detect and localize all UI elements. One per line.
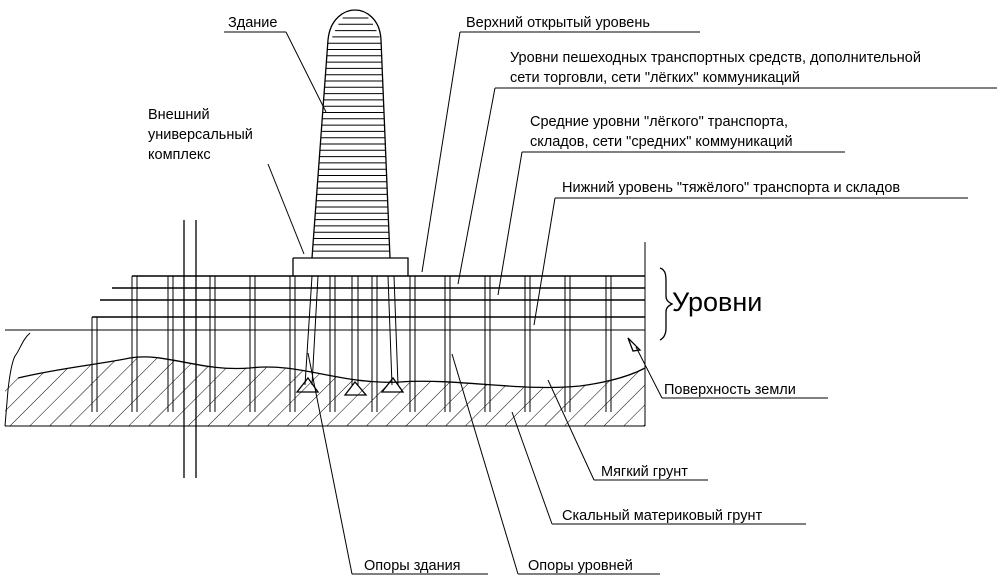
ground-surface-arrow <box>627 337 663 399</box>
label-soft-soil: Мягкий грунт <box>601 464 688 480</box>
label-top-level: Верхний открытый уровень <box>466 15 650 31</box>
label-external-line1: Внешний <box>148 107 210 123</box>
building-tower <box>292 9 409 396</box>
label-ground-surface: Поверхность земли <box>664 382 796 398</box>
label-level-supports: Опоры уровней <box>528 558 633 574</box>
level-support-columns <box>91 276 612 412</box>
label-building-supports: Опоры здания <box>364 558 461 574</box>
label-middle-line2: складов, сети "средних" коммуникаций <box>530 134 793 150</box>
label-pedestrian-line1: Уровни пешеходных транспортных средств, … <box>510 50 921 66</box>
label-external-line3: комплекс <box>148 147 211 163</box>
levels-bracket <box>659 267 674 341</box>
soil-section <box>4 242 646 427</box>
label-middle-line1: Средние уровни "лёгкого" транспорта, <box>530 114 788 130</box>
level-lines <box>92 275 645 318</box>
label-pedestrian-line2: сети торговли, сети "лёгких" коммуникаци… <box>510 70 800 86</box>
tower-floor-rings <box>312 17 390 252</box>
label-levels: Уровни <box>672 287 762 317</box>
label-lower-level: Нижний уровень "тяжёлого" транспорта и с… <box>562 180 900 196</box>
label-building: Здание <box>228 15 277 31</box>
label-bedrock: Скальный материковый грунт <box>562 508 762 524</box>
external-complex-mast <box>183 220 197 478</box>
label-external-line2: универсальный <box>148 127 253 143</box>
leader-lines <box>224 31 997 575</box>
labels: Здание Верхний открытый уровень Уровни п… <box>148 15 921 574</box>
